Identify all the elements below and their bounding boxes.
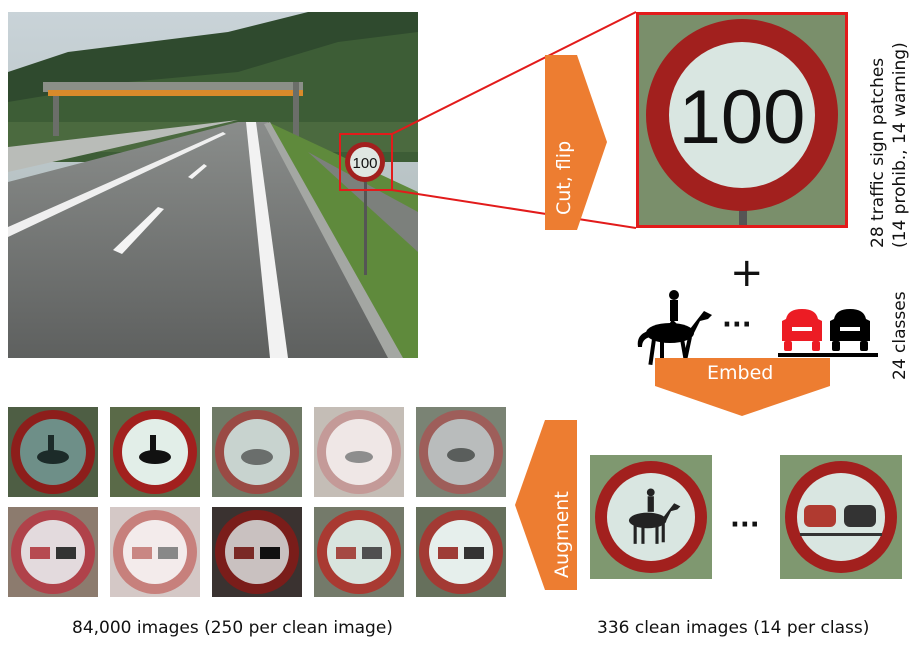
clean-caption: 336 clean images (14 per class) (597, 618, 870, 638)
augment-arrow: Augment (515, 420, 577, 590)
augmented-caption: 84,000 images (250 per clean image) (72, 618, 393, 638)
ellipsis-pictograms: ··· (722, 310, 752, 340)
classes-label: 24 classes (890, 291, 910, 380)
speed-value: 100 (679, 75, 806, 160)
augmented-tile (110, 507, 200, 597)
augmented-tile (212, 507, 302, 597)
svg-text:100: 100 (352, 155, 377, 172)
augmented-tile (212, 407, 302, 497)
patches-label-2: (14 prohib., 14 warning) (890, 42, 910, 248)
clean-image-cars (780, 455, 902, 579)
road-photo: 100 (8, 12, 418, 358)
augmented-tiles (8, 407, 508, 597)
augmented-tile (314, 507, 404, 597)
ellipsis-clean: ··· (730, 510, 760, 540)
cut-flip-arrow: Cut, flip (545, 55, 607, 230)
patches-label-1: 28 traffic sign patches (868, 57, 888, 248)
cut-flip-label: Cut, flip (553, 140, 575, 215)
augmented-tile (8, 507, 98, 597)
augment-label: Augment (551, 491, 573, 578)
plus-symbol: + (730, 250, 764, 296)
augmented-tile (8, 407, 98, 497)
clean-image-horse (590, 455, 712, 579)
zoomed-sign-patch: 100 (636, 12, 848, 228)
two-cars-icon (778, 305, 878, 364)
augmented-tile (416, 407, 506, 497)
embed-label: Embed (707, 362, 774, 384)
embed-arrow: Embed (655, 358, 830, 416)
augmented-tile (314, 407, 404, 497)
horse-rider-icon (632, 285, 717, 374)
augmented-tile (416, 507, 506, 597)
augmented-tile (110, 407, 200, 497)
